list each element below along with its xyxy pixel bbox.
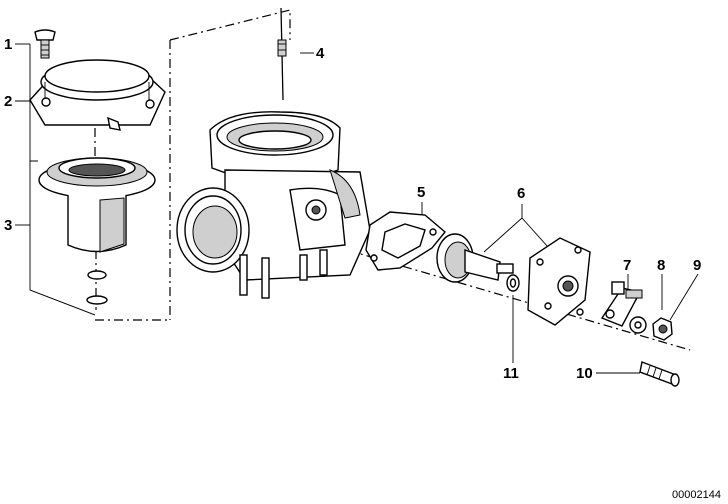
callout-4: 4 — [316, 45, 325, 62]
callout-5: 5 — [417, 184, 425, 201]
gasket-part-5 — [365, 211, 446, 271]
washer-part-8 — [629, 316, 647, 334]
diaphragm-part-3 — [38, 157, 156, 305]
callout-3: 3 — [4, 217, 12, 234]
callout-11: 11 — [503, 365, 519, 382]
callout-7: 7 — [623, 257, 631, 274]
callout-9: 9 — [693, 257, 701, 274]
cover-part-2 — [29, 59, 166, 131]
callout-6: 6 — [517, 185, 525, 202]
callout-8: 8 — [657, 257, 665, 274]
callout-10: 10 — [576, 365, 593, 382]
needle-part-4 — [277, 7, 287, 101]
washer-part-11 — [506, 274, 520, 292]
nut-part-9 — [652, 317, 673, 341]
diagram-code: 00002144 — [672, 489, 721, 501]
left-bracket — [29, 44, 96, 316]
choke-part-6 — [436, 233, 591, 326]
callout-1: 1 — [4, 36, 12, 53]
carburetor-body — [176, 111, 371, 299]
leader-lines — [15, 43, 699, 374]
screw-part-1 — [34, 29, 56, 59]
callout-2: 2 — [4, 93, 12, 110]
screw-part-10 — [639, 361, 680, 387]
lever-part-7 — [600, 281, 643, 327]
